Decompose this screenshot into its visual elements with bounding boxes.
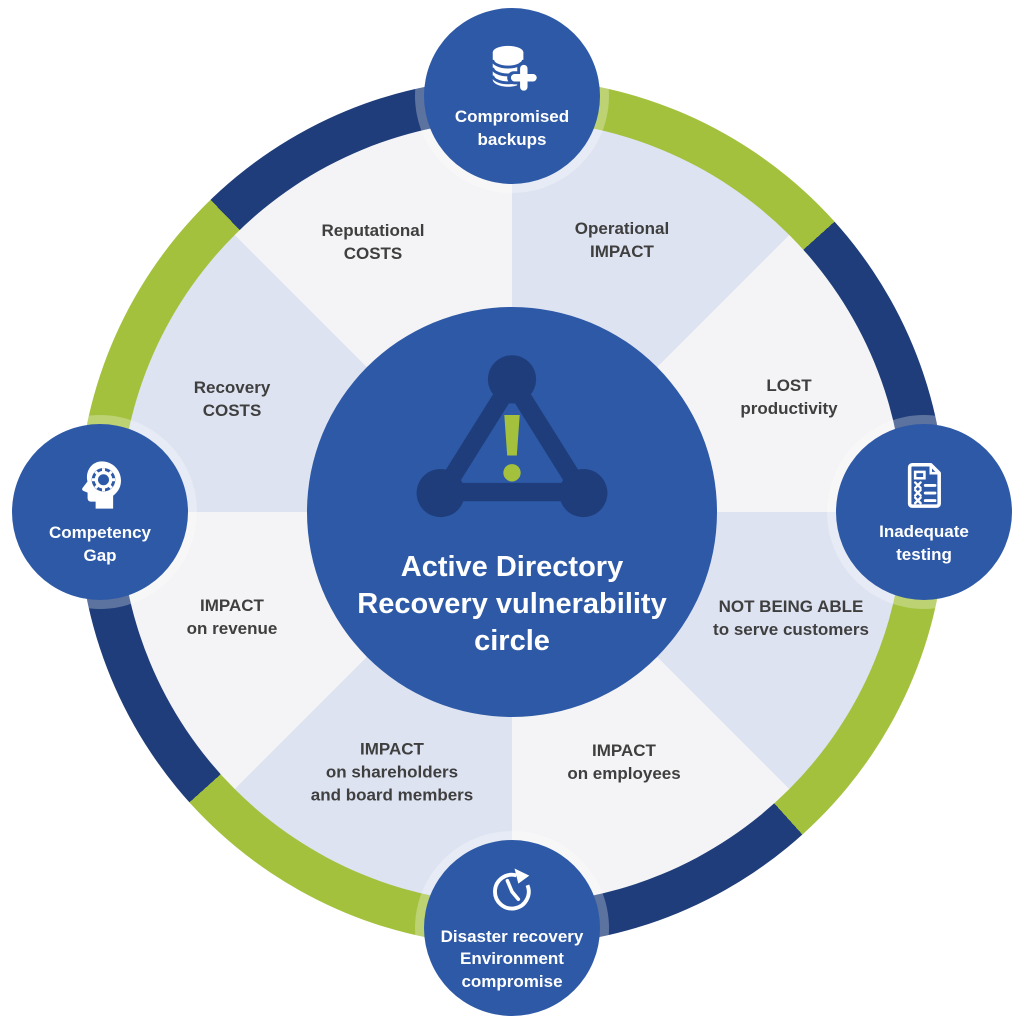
wedge-label-reputational-costs: Reputational COSTS — [322, 220, 425, 266]
node-label-line: backups — [477, 129, 547, 149]
wedge-label-operational-impact: Operational IMPACT — [575, 218, 669, 264]
wedge-label-impact-revenue: IMPACT on revenue — [187, 595, 278, 641]
diagram-title-line: Recovery vulnerability — [357, 587, 667, 620]
node-disaster-recovery: Disaster recovery Environment compromise — [424, 840, 600, 1016]
node-compromised-backups: Compromised backups — [424, 8, 600, 184]
wedge-label-line: IMPACT — [592, 741, 656, 761]
node-label-line: Inadequate — [879, 522, 969, 542]
database-add-icon — [491, 46, 540, 95]
node-label: Inadequate testing — [879, 521, 969, 565]
wedge-label-line: on employees — [567, 764, 681, 783]
wedge-label-impact-shareholders: IMPACT on shareholders and board members — [311, 739, 474, 808]
center-circle: Active Directory Recovery vulnerability … — [307, 307, 717, 717]
node-label-line: Environment — [460, 949, 564, 969]
node-label-line: compromise — [461, 971, 563, 991]
wedge-label-line: productivity — [740, 399, 838, 418]
wedge-label-line: on revenue — [186, 619, 278, 638]
wedge-label-line: and board members — [310, 785, 474, 805]
wedge-label-lost-productivity: LOST productivity — [740, 375, 837, 421]
wedge-label-line: Recovery — [193, 378, 271, 398]
wedge-label-line: on shareholders — [325, 762, 459, 782]
node-label-line: Competency — [48, 523, 152, 543]
wedge-label-line: IMPACT — [590, 242, 654, 261]
node-label: Compromised backups — [455, 106, 569, 150]
node-label-line: testing — [896, 544, 952, 564]
node-inadequate-testing: Inadequate testing — [836, 424, 1012, 600]
diagram-title: Active Directory Recovery vulnerability … — [357, 549, 666, 659]
node-competency-gap: Competency Gap — [12, 424, 188, 600]
warning-triangle-network-icon — [416, 355, 608, 518]
wedge-label-line: IMPACT — [360, 739, 424, 759]
wedge-label-line: NOT BEING ABLE — [718, 597, 864, 617]
failed-test-report-icon — [907, 463, 941, 509]
wedge-label-line: COSTS — [202, 401, 262, 420]
wedge-label-impact-employees: IMPACT on employees — [567, 740, 680, 786]
node-label-line: Disaster recovery — [440, 927, 584, 947]
wedge-label-not-serve-customers: NOT BEING ABLE to serve customers — [713, 596, 869, 642]
node-label: Disaster recovery Environment compromise — [441, 926, 584, 992]
diagram-title-line: circle — [474, 624, 550, 657]
wedge-label-line: COSTS — [343, 244, 403, 263]
wedge-label-line: IMPACT — [200, 596, 264, 616]
wedge-label-line: to serve customers — [713, 620, 869, 639]
wedge-label-line: Operational — [574, 219, 670, 239]
node-label: Competency Gap — [49, 522, 151, 566]
wedge-label-line: Reputational — [321, 221, 425, 241]
clock-restore-icon — [493, 868, 531, 911]
node-label-line: Compromised — [454, 107, 570, 127]
wedge-label-recovery-costs: Recovery COSTS — [194, 377, 271, 423]
head-gear-icon — [82, 461, 121, 510]
node-label-line: Gap — [83, 545, 117, 565]
diagram-title-line: Active Directory — [400, 551, 624, 583]
wedge-label-line: LOST — [766, 376, 812, 396]
